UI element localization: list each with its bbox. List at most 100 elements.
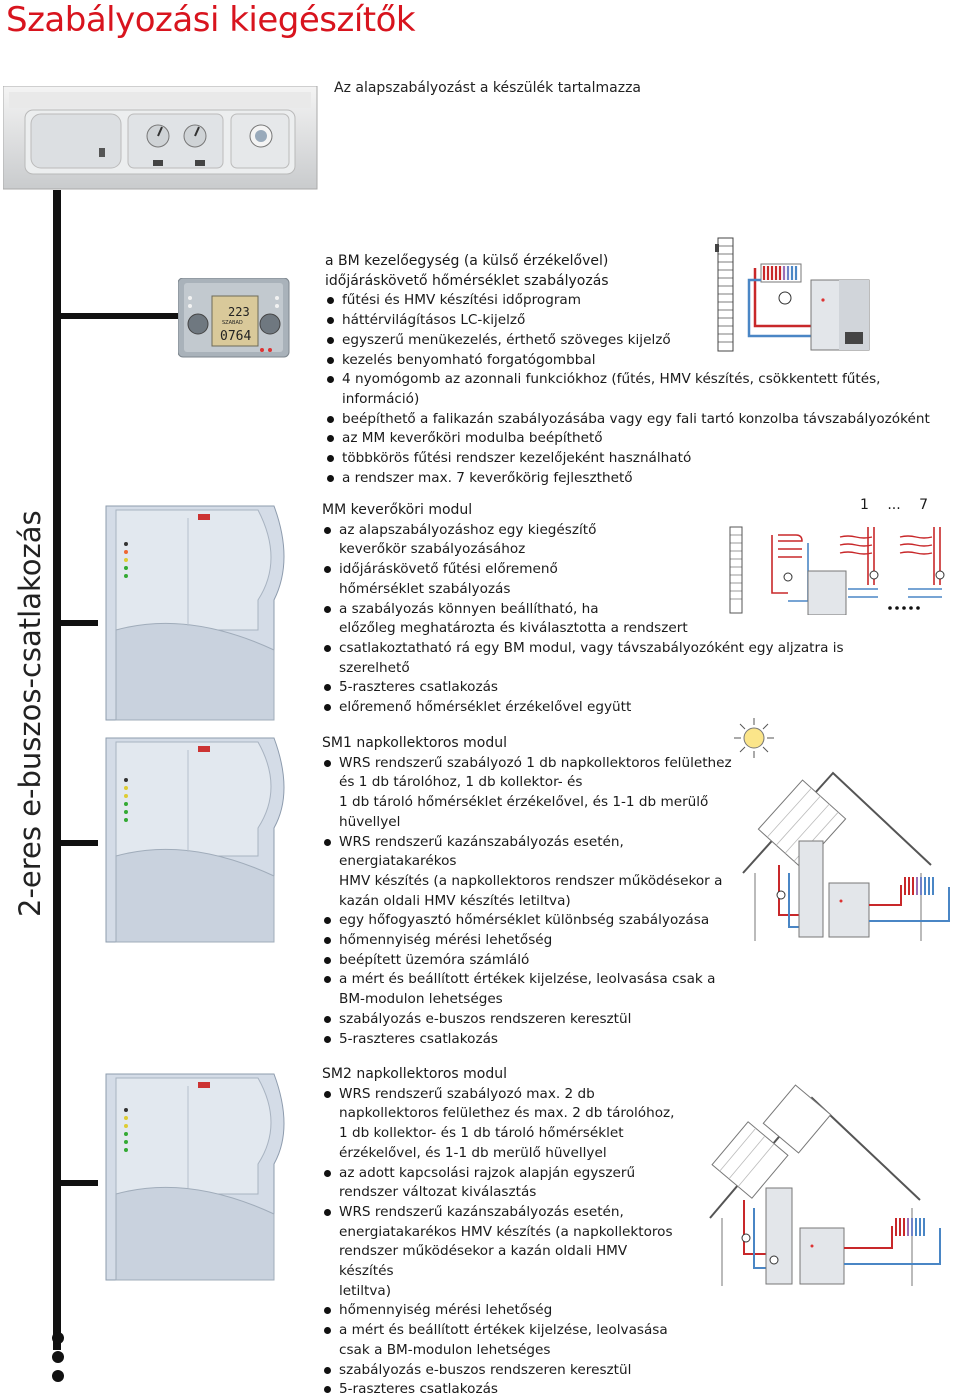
- list-item-line: keverőkör szabályozásához: [339, 541, 526, 558]
- list-item-line: hüvellyel: [339, 813, 401, 830]
- mm-section: MM keverőköri modul az alapszabályozásho…: [322, 501, 882, 718]
- sm2-solar-diagram: [709, 1084, 941, 1286]
- list-item: többkörös fűtési rendszer kezelőjeként h…: [325, 449, 945, 469]
- sm1-solar-diagram: [742, 771, 950, 941]
- list-item: az alapszabályozáshoz egy kiegészítő keve…: [322, 521, 882, 560]
- bm-controller-image: 223 SZABAD 0764: [178, 278, 290, 358]
- list-item-line: WRS rendszerű kazánszabályozás esetén,: [339, 1203, 624, 1220]
- list-item-line: a rendszer max. 7 keverőkörig fejleszthe…: [342, 469, 633, 486]
- list-item: WRS rendszerű szabályozó 1 db napkollekt…: [322, 754, 732, 833]
- bus-line: [53, 190, 61, 1350]
- sm1-module-image: [105, 737, 285, 943]
- list-item-line: szabályozás e-buszos rendszeren keresztü…: [339, 1361, 632, 1378]
- list-item-line: a mért és beállított értékek kijelzése, …: [339, 971, 716, 988]
- list-item-line: WRS rendszerű szabályozó 1 db napkollekt…: [339, 754, 732, 771]
- list-item: a szabályozás könnyen beállítható, ha elő…: [322, 600, 882, 639]
- boiler-panel-image: [3, 86, 318, 190]
- vertical-section-label: 2-eres e-buszos-csatlakozás: [13, 510, 47, 917]
- sm2-feature-list: WRS rendszerű szabályozó max. 2 db napkol…: [322, 1085, 682, 1400]
- list-item-line: szabályozás e-buszos rendszeren keresztü…: [339, 1010, 632, 1027]
- bus-branch-sm2: [53, 1180, 98, 1186]
- list-item: fűtési és HMV készítési időprogram: [325, 291, 945, 311]
- lcd-small: SZABAD: [222, 320, 243, 326]
- sm2-heading: SM2 napkollektoros modul: [322, 1066, 508, 1082]
- list-item: hőmennyiség mérési lehetőség: [322, 1301, 682, 1321]
- lcd-line2: 0764: [220, 329, 251, 344]
- bm-heading: a BM kezelőegység (a külső érzékelővel) i…: [325, 252, 945, 291]
- list-item-line: rendszer változat kiválasztás: [339, 1184, 537, 1201]
- bm-section: a BM kezelőegység (a külső érzékelővel) i…: [325, 252, 945, 488]
- mm-heading: MM keverőköri modul: [322, 502, 473, 518]
- mm-feature-list: az alapszabályozáshoz egy kiegészítő keve…: [322, 521, 882, 718]
- list-item: előremenő hőmérséklet érzékelővel együtt: [322, 698, 882, 718]
- list-item-line: 5-raszteres csatlakozás: [339, 1381, 499, 1398]
- mm-range-label: 1 ... 7: [860, 497, 929, 513]
- panel-note: Az alapszabályozást a készülék tartalmaz…: [334, 80, 642, 96]
- list-item-line: és 1 db tárolóhoz, 1 db kollektor- és: [339, 774, 583, 791]
- bm-heading-line: a BM kezelőegység (a külső érzékelővel): [325, 253, 609, 269]
- list-item: a mért és beállított értékek kijelzése, …: [322, 1321, 682, 1360]
- sm2-module-image: [105, 1073, 285, 1281]
- list-item: 5-raszteres csatlakozás: [322, 1380, 682, 1400]
- list-item-line: energiatakarékos HMV készítés (a napkoll…: [339, 1223, 673, 1240]
- list-item-line: az MM keverőköri modulba beépíthető: [342, 430, 603, 447]
- list-item-line: rendszer működésekor a kazán oldali HMV …: [339, 1243, 628, 1280]
- list-item-line: az adott kapcsolási rajzok alapján egysz…: [339, 1164, 636, 1181]
- list-item: az MM keverőköri modulba beépíthető: [325, 429, 945, 449]
- list-item: csatlakoztatható rá egy BM modul, vagy t…: [322, 639, 882, 678]
- radiator-diagram: [715, 237, 870, 352]
- list-item-line: 4 nyomógomb az azonnali funkciókhoz (fűt…: [342, 371, 881, 407]
- list-item-line: egyszerű menükezelés, érthető szöveges k…: [342, 331, 671, 348]
- bus-branch-sm1: [53, 840, 98, 846]
- list-item-line: letiltva): [339, 1282, 392, 1299]
- sm1-section: SM1 napkollektoros modul WRS rendszerű s…: [322, 734, 732, 1049]
- bus-branch-bm: [53, 313, 178, 319]
- list-item: 4 nyomógomb az azonnali funkciókhoz (fűt…: [325, 370, 945, 409]
- list-item: egyszerű menükezelés, érthető szöveges k…: [325, 331, 945, 351]
- list-item-line: egy hőfogyasztó hőmérséklet különbség sz…: [339, 912, 710, 929]
- lcd-line1: 223: [228, 305, 250, 319]
- list-item-line: fűtési és HMV készítési időprogram: [342, 292, 581, 309]
- list-item-line: WRS rendszerű kazánszabályozás esetén, e…: [339, 833, 624, 870]
- list-item-line: érzékelővel, és 1-1 db merülő hüvellyel: [339, 1144, 607, 1161]
- list-item-line: előremenő hőmérséklet érzékelővel együtt: [339, 699, 632, 716]
- list-item: 5-raszteres csatlakozás: [322, 1030, 732, 1050]
- list-item-line: a mért és beállított értékek kijelzése, …: [339, 1322, 668, 1339]
- list-item-line: időjáráskövető fűtési előremenő: [339, 561, 558, 578]
- page-title: Szabályozási kiegészítők: [6, 0, 416, 40]
- sun-icon: [734, 718, 774, 758]
- list-item-line: 5-raszteres csatlakozás: [339, 679, 499, 696]
- list-item: az adott kapcsolási rajzok alapján egysz…: [322, 1164, 682, 1203]
- list-item-line: hőmérséklet szabályozás: [339, 580, 511, 597]
- list-item-line: az alapszabályozáshoz egy kiegészítő: [339, 521, 597, 538]
- list-item-line: 1 db tároló hőmérséklet érzékelővel, és …: [339, 794, 709, 811]
- list-item-line: napkollektoros felülethez és max. 2 db t…: [339, 1105, 675, 1122]
- list-item-line: hőmennyiség mérési lehetőség: [339, 1302, 553, 1319]
- list-item: szabályozás e-buszos rendszeren keresztü…: [322, 1010, 732, 1030]
- bm-heading-line: időjáráskövető hőmérséklet szabályozás: [325, 272, 609, 289]
- list-item-line: kezelés benyomható forgatógombbal: [342, 351, 596, 368]
- list-item: egy hőfogyasztó hőmérséklet különbség sz…: [322, 911, 732, 931]
- list-item: hőmennyiség mérési lehetőség: [322, 931, 732, 951]
- list-item-line: csak a BM-modulon lehetséges: [339, 1341, 551, 1358]
- list-item-line: HMV készítés (a napkollektoros rendszer …: [339, 872, 723, 889]
- list-item-line: a szabályozás könnyen beállítható, ha: [339, 600, 599, 617]
- list-item-line: többkörös fűtési rendszer kezelőjeként h…: [342, 450, 692, 467]
- list-item: 5-raszteres csatlakozás: [322, 678, 882, 698]
- sm1-feature-list: WRS rendszerű szabályozó 1 db napkollekt…: [322, 754, 732, 1050]
- list-item-line: beépíthető a falikazán szabályozásába va…: [342, 410, 930, 427]
- sm1-heading: SM1 napkollektoros modul: [322, 735, 508, 751]
- list-item: beépített üzemóra számláló: [322, 951, 732, 971]
- bus-branch-mm: [53, 620, 98, 626]
- three-dots-icon: [52, 1332, 64, 1382]
- list-item-line: 1 db kollektor- és 1 db tároló hőmérsékl…: [339, 1125, 624, 1142]
- list-item: WRS rendszerű kazánszabályozás esetén, en…: [322, 1203, 682, 1302]
- list-item: a rendszer max. 7 keverőkörig fejleszthe…: [325, 469, 945, 489]
- list-item-line: előzőleg meghatározta és kiválasztotta a…: [339, 620, 688, 637]
- list-item-line: WRS rendszerű szabályozó max. 2 db: [339, 1085, 595, 1102]
- list-item: szabályozás e-buszos rendszeren keresztü…: [322, 1361, 682, 1381]
- list-item: beépíthető a falikazán szabályozásába va…: [325, 410, 945, 430]
- mm-module-image: [105, 505, 285, 721]
- list-item: WRS rendszerű szabályozó max. 2 db napkol…: [322, 1085, 682, 1164]
